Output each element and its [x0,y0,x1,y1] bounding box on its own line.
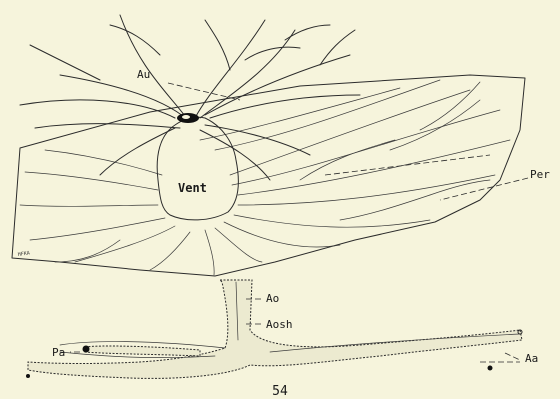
label-aosh: Aosh [266,318,293,331]
pa-vessel [85,346,200,356]
ventricle [157,117,238,220]
upper-branching-vessels [20,15,360,180]
label-au: Au [137,68,150,81]
page-number: 54 [272,384,288,399]
label-pa: Pa [52,346,65,359]
label-aa: Aa [525,352,538,365]
pericardial-vessels [20,80,510,275]
label-ao: Ao [266,292,279,305]
artist-signature: HFKA [17,250,30,258]
pericardium-outline [12,75,525,276]
label-vent: Vent [178,181,207,195]
label-per: Per [530,168,550,181]
